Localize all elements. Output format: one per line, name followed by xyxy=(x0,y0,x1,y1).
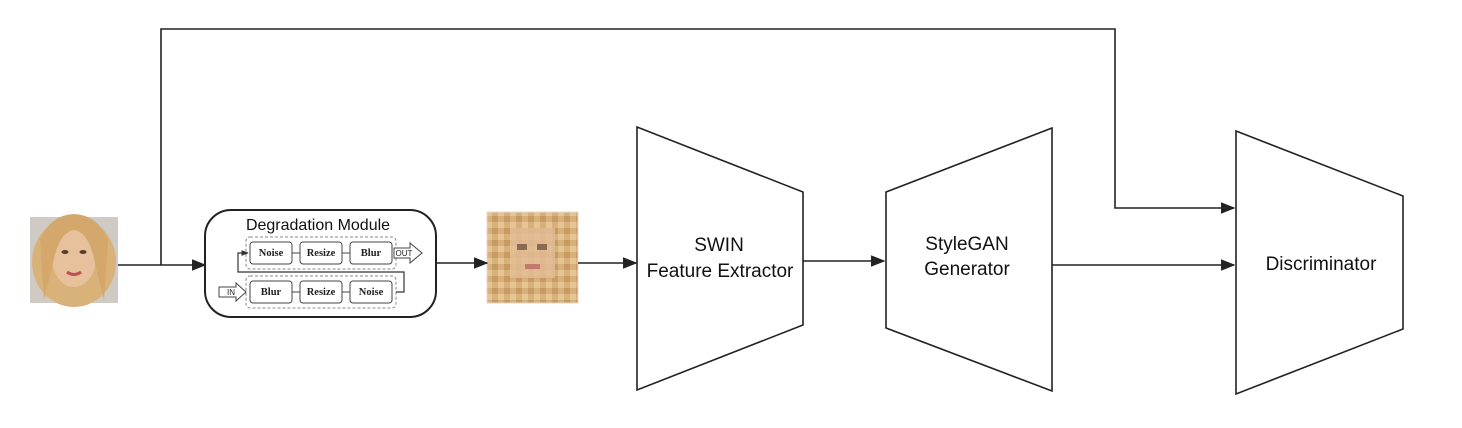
degradation-top-op-2: Resize xyxy=(307,248,336,259)
stylegan-generator: StyleGAN Generator xyxy=(885,126,1053,393)
generator-line1: StyleGAN xyxy=(925,234,1008,255)
degradation-top-op-3: Blur xyxy=(361,248,382,259)
generator-line2: Generator xyxy=(924,259,1010,280)
degradation-bottom-op-1: Blur xyxy=(261,287,282,298)
degraded-face-image xyxy=(486,211,579,304)
degradation-bottom-op-2: Resize xyxy=(307,287,336,298)
degradation-module-title: Degradation Module xyxy=(246,217,390,234)
degradation-top-op-1: Noise xyxy=(259,248,284,259)
degradation-module: Degradation Module Noise Resize Blur Blu… xyxy=(204,209,437,318)
degradation-bottom-op-3: Noise xyxy=(359,287,384,298)
discriminator: Discriminator xyxy=(1235,129,1404,396)
input-face-image xyxy=(30,214,118,307)
swin-feature-extractor: SWIN Feature Extractor xyxy=(636,125,804,392)
degradation-in-label: IN xyxy=(227,288,235,297)
degradation-out-label: OUT xyxy=(396,249,413,258)
discriminator-label: Discriminator xyxy=(1266,254,1378,275)
real-image-skip-arrow xyxy=(160,28,1236,265)
extractor-line1: SWIN xyxy=(694,235,744,256)
extractor-line2: Feature Extractor xyxy=(647,261,794,282)
